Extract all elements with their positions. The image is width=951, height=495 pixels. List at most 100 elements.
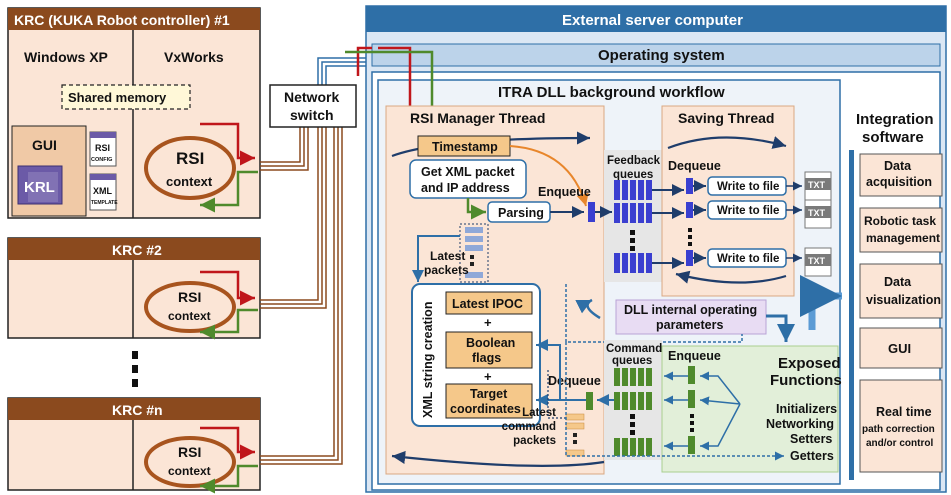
integration-box1-line2: acquisition xyxy=(866,175,932,189)
command-queues: Command queues xyxy=(597,340,662,460)
integration-title-line1: Integration xyxy=(856,111,934,128)
krc2-panel: KRC #2 RSI context xyxy=(7,237,261,340)
latest-packets-line1: Latest xyxy=(430,249,465,263)
saving-thread: Saving Thread Dequeue Write to file Writ… xyxy=(652,105,802,297)
exposed-title-line2: Functions xyxy=(770,372,842,389)
dll-params-line2: parameters xyxy=(656,318,723,332)
exposed-item-networking: Networking xyxy=(766,417,834,431)
command-queues-line2: queues xyxy=(612,355,652,367)
real-time-control-box xyxy=(859,379,943,473)
network-cables xyxy=(260,125,343,465)
shared-memory-box xyxy=(61,84,191,110)
integration-box1-line1: Data xyxy=(884,159,912,173)
command-dequeue-marker xyxy=(586,392,593,410)
txt-1-label: TXT xyxy=(808,180,826,190)
exposed-item-initializers: Initializers xyxy=(776,402,837,416)
krc1-title: KRC (KUKA Robot controller) #1 xyxy=(14,12,230,28)
robotic-task-management-box xyxy=(859,207,943,253)
exposed-title-line1: Exposed xyxy=(778,355,841,372)
krcn-panel: KRC #n RSI context xyxy=(7,397,261,494)
krl-label: KRL xyxy=(24,179,55,196)
rsi-config-sub: CONFIG xyxy=(91,157,112,163)
integration-box2-line1: Robotic task xyxy=(864,214,936,228)
exposed-enqueue-label: Enqueue xyxy=(668,349,721,363)
krcn-title: KRC #n xyxy=(112,402,163,418)
latest-packets-stack xyxy=(459,223,489,283)
get-xml-line1: Get XML packet xyxy=(421,165,515,179)
integration-box5-line1: Real time xyxy=(876,405,932,419)
plus-2: + xyxy=(484,369,492,384)
integration-software: Integration software Data acquisition Ro… xyxy=(800,111,943,480)
workflow-title: ITRA DLL background workflow xyxy=(498,84,725,101)
windows-xp-label: Windows XP xyxy=(24,49,108,65)
server-title: External server computer xyxy=(562,12,743,29)
saving-thread-title: Saving Thread xyxy=(678,110,774,126)
get-xml-line2: and IP address xyxy=(421,181,510,195)
latest-cmd-line3: packets xyxy=(513,435,556,447)
rsi-config-main: RSI xyxy=(95,143,110,153)
integration-title-line2: software xyxy=(862,129,924,146)
integration-box3-line1: Data xyxy=(884,275,912,289)
xml-template-sub: TEMPLATE xyxy=(91,200,118,206)
rsi-enqueue-label: Enqueue xyxy=(538,185,591,199)
gui-label: GUI xyxy=(32,137,57,153)
boolean-flags-box xyxy=(445,331,533,369)
feedback-enqueue-marker xyxy=(588,202,595,222)
boolean-line2: flags xyxy=(472,351,501,365)
command-queues-line1: Command xyxy=(606,343,662,355)
rsi-manager-title: RSI Manager Thread xyxy=(410,110,545,126)
feedback-queues-line1: Feedback xyxy=(607,155,661,167)
krc2-title: KRC #2 xyxy=(112,242,162,258)
krc2-rsi-label: RSI xyxy=(178,289,201,305)
txt-2-label: TXT xyxy=(808,208,826,218)
rsi-manager-thread: RSI Manager Thread Timestamp Get XML pac… xyxy=(385,105,605,475)
krc1-context-label: context xyxy=(166,174,213,189)
saving-dequeue-label: Dequeue xyxy=(668,159,721,173)
exposed-item-setters: Setters xyxy=(790,432,832,446)
timestamp-label: Timestamp xyxy=(432,140,498,154)
krc2-context-label: context xyxy=(168,309,211,323)
integration-box5-line3: and/or control xyxy=(866,438,933,449)
write-1-label: Write to file xyxy=(717,181,779,193)
parsing-label: Parsing xyxy=(498,206,544,220)
dll-params-line1: DLL internal operating xyxy=(624,303,757,317)
xml-template-file-icon: XML TEMPLATE xyxy=(89,173,118,211)
shared-memory-label: Shared memory xyxy=(68,90,167,105)
rsi-config-file-icon: RSI CONFIG xyxy=(89,131,117,167)
network-switch-line2: switch xyxy=(290,107,334,123)
network-switch: Network switch xyxy=(269,84,357,128)
txt-file-icon-3: TXT xyxy=(804,247,832,277)
boolean-line1: Boolean xyxy=(466,336,515,350)
txt-file-icon-2: TXT xyxy=(804,199,832,229)
integration-box2-line2: management xyxy=(866,231,940,245)
os-title: Operating system xyxy=(598,47,725,64)
integration-box3-line2: visualization xyxy=(866,293,941,307)
xml-template-main: XML xyxy=(93,186,113,196)
latest-cmd-line1: Latest xyxy=(522,407,556,419)
krl-file-icon: KRL xyxy=(17,165,63,205)
target-coordinates-box xyxy=(445,383,533,419)
exposed-functions-panel: Enqueue Exposed Functions Initializers N… xyxy=(565,342,842,473)
latest-ipoc-box xyxy=(445,291,533,315)
write-3-label: Write to file xyxy=(717,253,779,265)
krc1-panel: KRC (KUKA Robot controller) #1 Windows X… xyxy=(7,7,261,219)
latest-packets-line2: packets xyxy=(424,263,469,277)
gui-box xyxy=(859,327,943,369)
latest-ipoc-label: Latest IPOC xyxy=(452,297,523,311)
data-visualization-box xyxy=(859,263,943,319)
krcn-rsi-label: RSI xyxy=(178,444,201,460)
latest-cmd-line2: command xyxy=(502,421,556,433)
write-2-label: Write to file xyxy=(717,205,779,217)
exposed-item-getters: Getters xyxy=(790,449,834,463)
krc1-rsi-label: RSI xyxy=(176,149,204,168)
plus-1: + xyxy=(484,315,492,330)
target-line1: Target xyxy=(470,387,508,401)
vxworks-label: VxWorks xyxy=(164,49,224,65)
txt-3-label: TXT xyxy=(808,256,826,266)
feedback-queues-line2: queues xyxy=(613,169,653,181)
krcn-context-label: context xyxy=(168,464,211,478)
more-krc-ellipsis xyxy=(132,351,138,387)
xml-string-creation-label: XML string creation xyxy=(421,302,435,418)
target-line2: coordinates xyxy=(450,402,521,416)
